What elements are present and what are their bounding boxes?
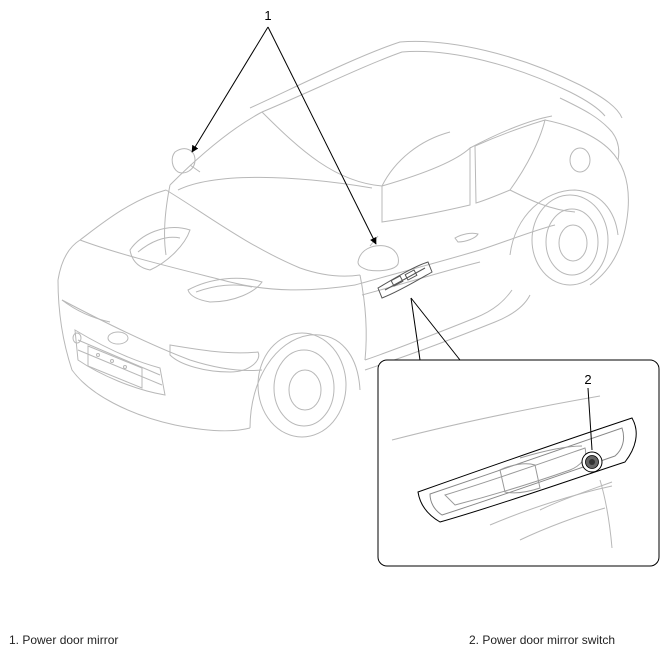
mirror-switch-knob-drawing: [581, 451, 603, 473]
mirror-switch-knob-drawing: [377, 261, 433, 299]
switch-leader-line: [587, 387, 593, 451]
car-diagram: 1 2: [57, 8, 660, 567]
leader-lines: [191, 26, 377, 245]
legend-item-power-door-mirror-switch: 2. Power door mirror switch: [469, 633, 616, 647]
side-mirror-drawing: [171, 148, 201, 174]
callout-mirror: 1: [264, 8, 271, 23]
side-mirror-drawing: [357, 235, 399, 272]
legend-item-power-door-mirror: 1. Power door mirror: [9, 633, 119, 647]
inset-connector: [410, 297, 461, 361]
switch-detail-inset: [377, 359, 660, 567]
callout-switch: 2: [584, 372, 591, 387]
car-outline-drawing: [57, 40, 629, 438]
